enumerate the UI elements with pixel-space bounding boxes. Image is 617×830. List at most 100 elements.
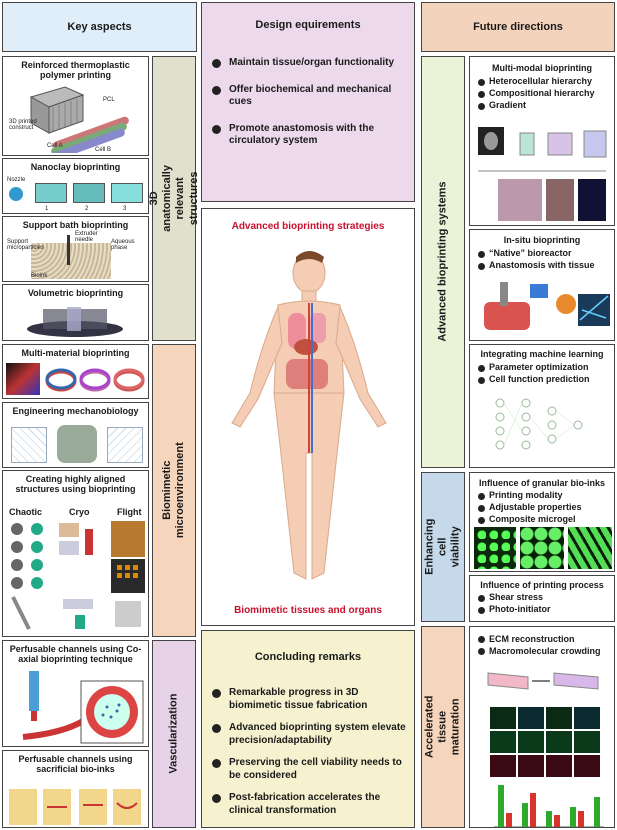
panel-title: In-situ bioprinting (503, 235, 581, 245)
process-list: Shear stress Photo-initiator (470, 590, 614, 618)
panel-ml: Integrating machine learning Parameter o… (469, 344, 615, 468)
panel-title: Influence of granular bio-inks (478, 478, 605, 488)
label-aqueous: Aqueous phase (111, 239, 135, 251)
design-requirements-panel: Design equirements Maintain tissue/organ… (201, 2, 415, 202)
support-bath-image (31, 243, 111, 279)
nanoclay-images (7, 179, 145, 209)
side-label-vascularization-text: Vascularization (167, 693, 180, 775)
label-nozzle: Nozzle (7, 177, 26, 183)
side-label-advanced: Advanced bioprinting systems (421, 56, 465, 468)
panel-multimodal: Multi-modal bioprinting Heterocellular h… (469, 56, 615, 226)
human-body-illustration (231, 251, 387, 580)
label-cell-b: Cell B (95, 147, 112, 153)
panel-reinforced: Reinforced thermoplastic polymer printin… (2, 56, 149, 156)
panel-title: Multi-material bioprinting (21, 348, 130, 358)
col-cryo: Cryo (69, 507, 90, 517)
panel-coaxial: Perfusable channels using Co-axial biopr… (2, 640, 149, 747)
maturation-item: Macromolecular crowding (478, 646, 606, 657)
header-key-aspects: Key aspects (2, 2, 197, 52)
design-item: Promote anastomosis with the circulatory… (212, 123, 406, 148)
panel-mechanobiology: Engineering mechanobiology (2, 402, 149, 468)
panel-printing-process: Influence of printing process Shear stre… (469, 575, 615, 622)
insitu-item: Anastomosis with tissue (478, 260, 606, 271)
label-support: Support microparticles (7, 239, 45, 251)
panel-title: Reinforced thermoplastic polymer printin… (21, 60, 130, 81)
maturation-item: ECM reconstruction (478, 634, 606, 645)
header-key-text: Key aspects (67, 21, 132, 33)
side-label-advanced-text: Advanced bioprinting systems (436, 181, 449, 343)
panel-maturation: ECM reconstruction Macromolecular crowdi… (469, 626, 615, 828)
mechano-center (57, 425, 97, 463)
concluding-item: Remarkable progress in 3D biomimetic tis… (212, 687, 406, 712)
panel-title: Multi-modal bioprinting (492, 63, 592, 73)
panel-nanoclay: Nanoclay bioprinting Nozzle 1 2 3 (2, 158, 149, 214)
extruder-needle (67, 235, 70, 265)
header-future-text: Future directions (473, 21, 563, 33)
label-pcl: PCL (103, 97, 115, 103)
concluding-title: Concluding remarks (254, 651, 362, 663)
multimodal-item: Heterocellular hierarchy (478, 76, 606, 87)
multimodal-illustration (478, 127, 607, 221)
label-1: 1 (45, 206, 49, 212)
panel-multi-material: Multi-material bioprinting (2, 344, 149, 399)
concluding-panel: Concluding remarks Remarkable progress i… (201, 630, 415, 828)
panel-title: Nanoclay bioprinting (30, 162, 121, 172)
process-item: Photo-initiator (478, 604, 606, 615)
label-3: 3 (123, 206, 127, 212)
concluding-item: Preserving the cell viability needs to b… (212, 757, 406, 782)
label-construct: 3D printed construct (9, 119, 37, 131)
panel-title: Creating highly aligned structures using… (15, 474, 136, 495)
ml-item: Parameter optimization (478, 362, 606, 373)
tissues-label: Biomimetic tissues and organs (234, 605, 382, 616)
col-chaotic: Chaotic (9, 507, 43, 517)
concluding-item: Post-fabrication accelerates the clinica… (212, 792, 406, 817)
nanoclay-2 (73, 183, 105, 203)
panel-title: Integrating machine learning (480, 349, 604, 359)
aligned-illustration (11, 521, 145, 630)
reinforced-illustration (29, 86, 129, 153)
mechano-right (107, 427, 143, 463)
header-future: Future directions (421, 2, 615, 52)
granular-item: Printing modality (478, 490, 606, 501)
side-label-biomimetic-text: Biomimetic microenvironment (160, 442, 186, 539)
label-extruder: Extruder needle (75, 231, 98, 243)
insitu-item: “Native” bioreactor (478, 248, 606, 259)
panel-title: Engineering mechanobiology (12, 406, 139, 416)
nanoclay-3 (111, 183, 143, 203)
side-label-enhancing: Enhancing cell viability (421, 472, 465, 622)
ml-list: Parameter optimization Cell function pre… (470, 359, 614, 389)
multimodal-list: Heterocellular hierarchy Compositional h… (470, 73, 614, 115)
side-label-3d: 3D anatomically relevant structures (148, 56, 199, 341)
multimodal-item: Gradient (478, 100, 606, 111)
strategies-label: Advanced bioprinting strategies (231, 221, 385, 232)
panel-granular: Influence of granular bio-inks Printing … (469, 472, 615, 572)
panel-aligned: Creating highly aligned structures using… (2, 470, 149, 637)
design-item: Maintain tissue/organ functionality (212, 57, 406, 70)
design-list: Maintain tissue/organ functionality Offe… (212, 57, 406, 162)
panel-title: Perfusable channels using Co-axial biopr… (9, 644, 142, 665)
coaxial-illustration (22, 671, 144, 744)
panel-insitu: In-situ bioprinting “Native” bioreactor … (469, 229, 615, 341)
granular-item: Composite microgel (478, 514, 606, 525)
granular-list: Printing modality Adjustable properties … (470, 488, 614, 528)
multimodal-item: Compositional hierarchy (478, 88, 606, 99)
nozzle-drop (9, 187, 23, 201)
microgel-image-1 (474, 527, 516, 569)
panel-title: Perfusable channels using sacrificial bi… (18, 754, 133, 775)
concluding-list: Remarkable progress in 3D biomimetic tis… (212, 687, 406, 827)
panel-volumetric: Volumetric bioprinting (2, 284, 149, 341)
maturation-illustration (487, 672, 604, 828)
process-item: Shear stress (478, 592, 606, 603)
nanoclay-1 (35, 183, 67, 203)
body-panel: Advanced bioprinting strategies Biomimet… (201, 208, 415, 626)
multi-material-rings (45, 368, 145, 392)
mechano-left (11, 427, 47, 463)
design-item: Offer biochemical and mechanical cues (212, 84, 406, 109)
side-label-biomimetic: Biomimetic microenvironment (152, 344, 196, 637)
microgel-image-2 (520, 527, 564, 569)
maturation-list: ECM reconstruction Macromolecular crowdi… (470, 627, 614, 657)
neural-network-illustration (495, 398, 583, 450)
side-label-enhancing-text: Enhancing cell viability (423, 518, 462, 576)
microgel-image-3 (568, 527, 612, 569)
multi-material-photo (6, 363, 40, 395)
